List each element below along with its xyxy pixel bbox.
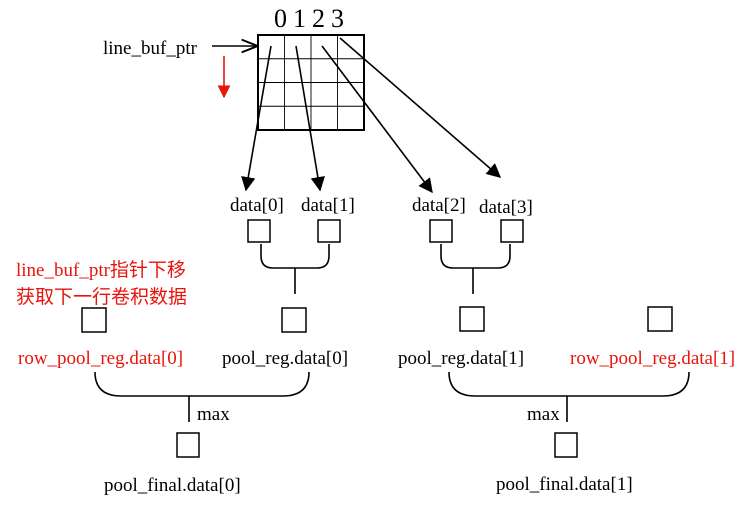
pool-final-label-1: pool_final.data[1] <box>496 474 633 495</box>
row-pool-reg-box-1 <box>647 306 673 332</box>
row-pool-reg-box-0 <box>81 307 107 333</box>
data-label-3: data[3] <box>479 197 533 218</box>
pool-reg-label-0: pool_reg.data[0] <box>222 348 348 369</box>
line-buf-ptr-label: line_buf_ptr <box>103 38 198 59</box>
row-pool-reg-label-0: row_pool_reg.data[0] <box>18 348 183 369</box>
data-arrow-3 <box>339 37 502 178</box>
data-arrow-1 <box>295 45 325 192</box>
column-index-1: 1 <box>293 4 306 33</box>
max-label-right: max <box>527 404 560 425</box>
data-label-1: data[1] <box>301 195 355 216</box>
pointer-note-line1: line_buf_ptr指针下移 <box>16 259 186 281</box>
max-bracket-right <box>448 371 690 422</box>
pool-final-box-1 <box>554 432 578 458</box>
data-label-0: data[0] <box>230 195 284 216</box>
column-index-0: 0 <box>274 4 287 33</box>
merge-bracket-right <box>440 244 511 294</box>
pool-reg-box-0 <box>281 307 307 333</box>
data-box-3 <box>500 219 524 243</box>
data-box-2 <box>429 219 453 243</box>
data-label-2: data[2] <box>412 195 466 216</box>
pool-reg-label-1: pool_reg.data[1] <box>398 348 524 369</box>
data-box-1 <box>317 219 341 243</box>
row-pool-reg-label-1: row_pool_reg.data[1] <box>570 348 735 369</box>
column-indices: 0 1 2 3 <box>274 4 344 33</box>
merge-bracket-left <box>260 244 330 294</box>
max-label-left: max <box>197 404 230 425</box>
data-arrows <box>241 37 502 194</box>
line-buffer-grid <box>257 34 365 131</box>
data-box-0 <box>247 219 271 243</box>
column-index-3: 3 <box>331 4 344 33</box>
data-arrow-2 <box>321 45 433 194</box>
data-arrow-0 <box>241 45 272 192</box>
pool-final-label-0: pool_final.data[0] <box>104 475 241 496</box>
pointer-note-line2: 获取下一行卷积数据 <box>16 286 187 308</box>
max-bracket-left <box>94 371 310 422</box>
column-index-2: 2 <box>312 4 325 33</box>
pool-final-box-0 <box>176 432 200 458</box>
pool-reg-box-1 <box>459 306 485 332</box>
